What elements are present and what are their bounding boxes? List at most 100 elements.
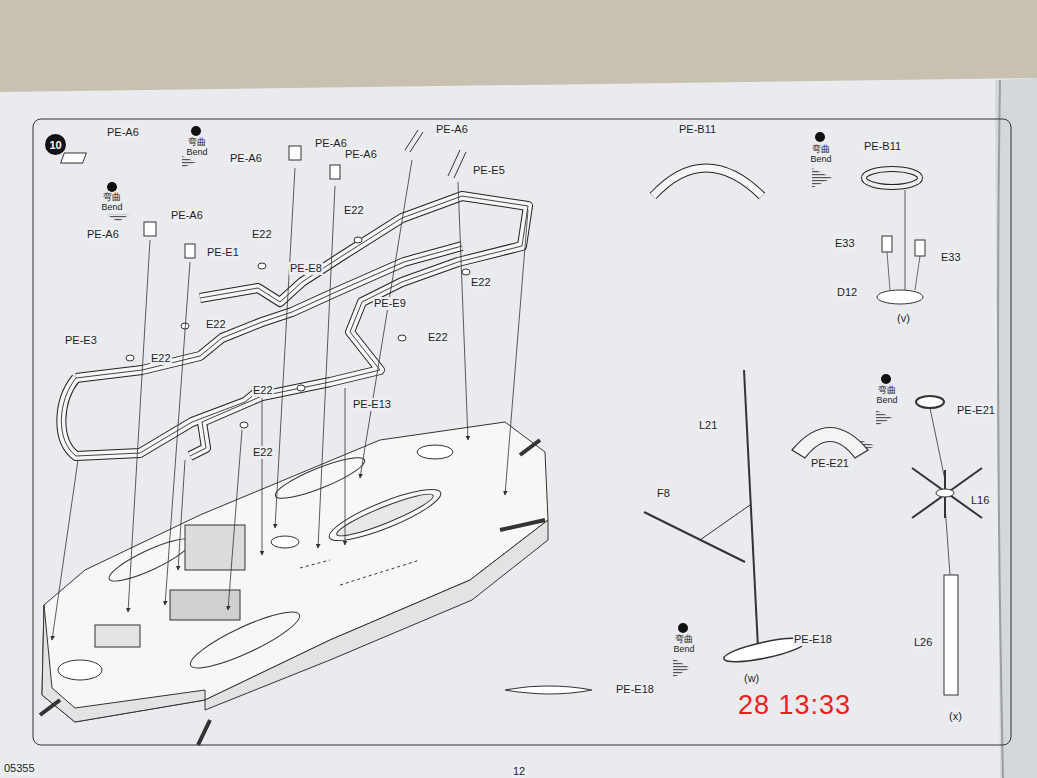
part-label: PE-E18	[615, 683, 655, 696]
small-parts	[240, 422, 248, 428]
ship-hull	[300, 560, 420, 585]
leader-lines	[275, 168, 295, 528]
part-label: L26	[913, 636, 933, 649]
part-label: E33	[834, 237, 856, 250]
part-label: PE-A6	[435, 123, 469, 136]
small-parts	[330, 165, 340, 179]
leader-lines	[228, 430, 242, 610]
page	[0, 78, 1037, 778]
ship-hull	[185, 525, 245, 570]
mast-and-railings	[653, 168, 762, 196]
bend-note: 弯曲 Bend	[871, 386, 903, 406]
page-code: 05355	[3, 762, 36, 775]
small-parts	[354, 237, 362, 243]
ship-hull	[42, 605, 205, 722]
part-label: PE-E8	[289, 262, 323, 275]
ship-hull	[40, 440, 545, 745]
part-label: PE-A6	[344, 148, 378, 161]
part-label: (x)	[948, 710, 963, 723]
leader-lines	[262, 398, 263, 555]
bend-symbols	[812, 168, 832, 188]
bend-note: 弯曲 Bend	[96, 193, 128, 213]
part-label: E22	[205, 318, 227, 331]
part-label: PE-A6	[314, 137, 348, 150]
mast-and-railings	[887, 252, 920, 290]
part-label: D12	[836, 286, 858, 299]
part-label: PE-A6	[170, 209, 204, 222]
step-number-text: 10	[49, 139, 61, 151]
mast-and-railings	[700, 505, 750, 540]
mast-and-railings	[930, 408, 945, 480]
railing-parts	[61, 378, 262, 456]
railing-parts	[190, 196, 528, 456]
ship-hull	[95, 625, 140, 647]
mast-and-railings	[916, 396, 944, 408]
bend-symbols	[815, 132, 825, 142]
small-parts	[405, 130, 423, 152]
page	[33, 119, 1011, 745]
leader-lines	[458, 182, 468, 440]
small-parts	[185, 244, 195, 258]
part-label: F8	[656, 487, 671, 500]
ship-hull	[58, 660, 102, 680]
part-label: E22	[343, 204, 365, 217]
step-number: 10	[45, 134, 66, 155]
bend-symbols	[182, 156, 196, 168]
part-label: PE-E18	[793, 633, 833, 646]
leader-lines	[345, 388, 346, 545]
railing-parts	[76, 246, 462, 378]
small-parts	[448, 150, 466, 178]
mast-and-railings	[877, 290, 923, 304]
mast-and-railings	[864, 169, 920, 187]
mast-and-railings	[945, 505, 950, 575]
mast-and-railings	[912, 468, 982, 518]
small-parts	[297, 385, 305, 391]
mast-and-railings	[505, 686, 592, 694]
small-parts	[462, 269, 470, 275]
part-label: (w)	[743, 672, 760, 685]
mast-and-railings	[882, 236, 892, 252]
part-label: PE-A6	[86, 228, 120, 241]
railing-parts	[61, 378, 262, 456]
small-parts	[126, 355, 134, 361]
railing-parts	[76, 246, 462, 378]
leader-lines	[52, 460, 78, 640]
leader-lines	[165, 262, 190, 605]
small-parts	[258, 263, 266, 269]
ship-hull	[417, 445, 453, 459]
ship-hull	[42, 422, 548, 722]
ship-hull	[271, 536, 299, 548]
page-number: 12	[512, 765, 526, 778]
part-label: PE-E5	[472, 164, 506, 177]
timestamp: 28 13:33	[737, 690, 852, 721]
bend-symbols	[107, 182, 117, 192]
bend-symbols	[673, 658, 690, 678]
railing-parts	[61, 196, 528, 456]
page	[0, 78, 1037, 778]
page	[998, 80, 1003, 778]
mast-and-railings	[505, 168, 982, 695]
railing-parts	[61, 378, 262, 456]
mast-and-railings	[653, 168, 762, 196]
page	[995, 78, 1037, 778]
part-label: L21	[698, 419, 718, 432]
railing-parts	[61, 196, 528, 456]
part-label: PE-E9	[373, 297, 407, 310]
mast-and-railings	[792, 428, 868, 459]
part-label: PE-E3	[64, 334, 98, 347]
part-label: E22	[470, 276, 492, 289]
part-label: (v)	[896, 312, 911, 325]
mast-and-railings	[744, 370, 758, 648]
bend-note: 弯曲 Bend	[805, 145, 837, 165]
mast-and-railings	[944, 575, 958, 695]
part-label: E33	[940, 251, 962, 264]
ship-hull	[324, 480, 445, 549]
small-parts	[61, 130, 470, 428]
part-label: L16	[970, 494, 990, 507]
railing-parts	[190, 196, 528, 456]
railing-parts	[190, 196, 528, 456]
mast-and-railings	[864, 169, 920, 187]
small-parts	[144, 222, 156, 236]
mast-and-railings	[936, 489, 954, 497]
ship-hull	[105, 532, 195, 588]
